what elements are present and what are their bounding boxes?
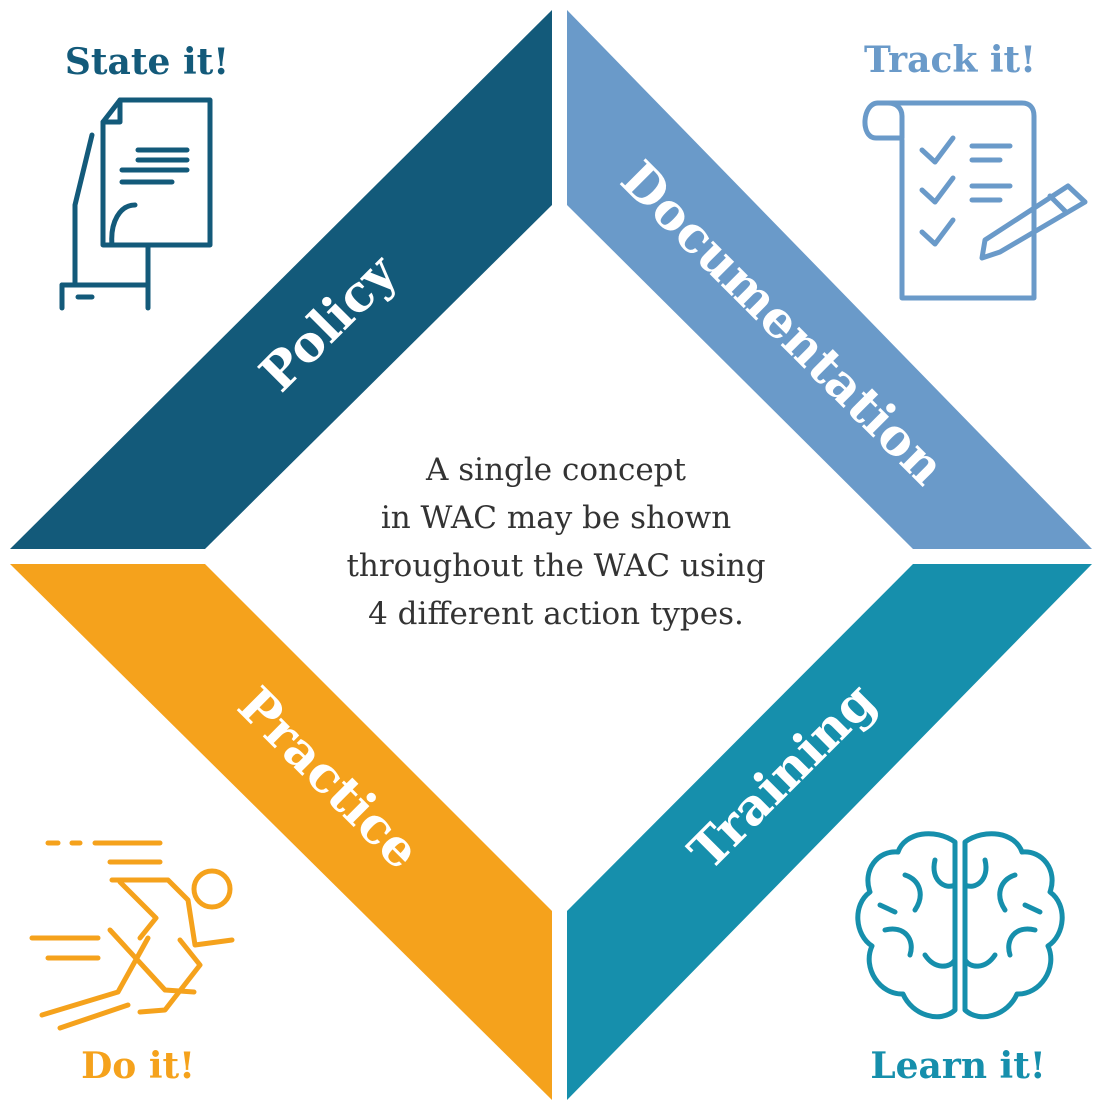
practice-caption: Do it!: [81, 1045, 195, 1087]
policy-band: [10, 10, 552, 549]
policy-caption: State it!: [65, 41, 229, 83]
brain-icon: [855, 831, 1065, 1020]
document-in-hand-icon: [59, 97, 213, 311]
training-caption: Learn it!: [870, 1045, 1045, 1087]
center-line-4: 4 different action types.: [368, 596, 744, 632]
center-line-3: throughout the WAC using: [346, 548, 765, 584]
running-person-icon: [29, 840, 235, 1031]
center-description: A single concept in WAC may be shown thr…: [346, 452, 765, 632]
center-line-1: A single concept: [425, 452, 687, 488]
documentation-caption: Track it!: [864, 39, 1036, 81]
practice-band: [10, 564, 552, 1100]
documentation-band: [567, 10, 1092, 549]
checklist-scroll-icon: [862, 100, 1088, 301]
center-line-2: in WAC may be shown: [381, 500, 731, 536]
documentation-band-label: Documentation: [610, 149, 957, 496]
training-band: [567, 564, 1092, 1100]
